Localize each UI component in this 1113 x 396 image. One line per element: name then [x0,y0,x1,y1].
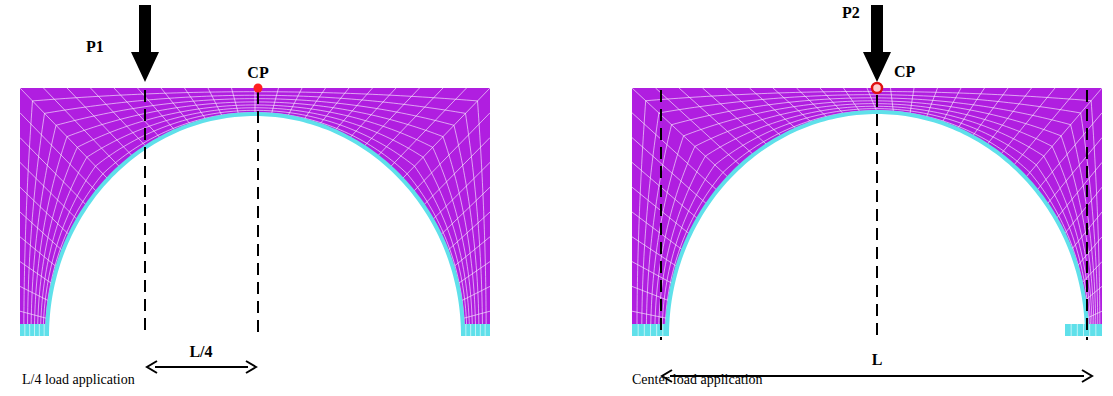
mesh-line [703,88,768,145]
control-point [872,83,882,93]
mesh-line [402,88,490,179]
mesh-line [659,106,1091,336]
mesh-line [1047,138,1102,205]
dimension-arrowhead [1082,370,1092,382]
mesh-line [43,110,467,336]
dimension-arrowhead [147,361,157,373]
mesh-line [656,324,657,336]
mesh-line [29,324,30,336]
dashed-guide [660,90,662,340]
intrados-layer [667,112,1087,336]
mesh-line [1083,324,1084,336]
mesh-line [644,324,645,336]
mesh-line [475,324,476,336]
mesh-line [91,88,147,147]
mesh-line [679,88,754,155]
mesh-lines [20,88,490,336]
dimension-label: L [872,351,883,369]
mesh-line [34,324,35,336]
mesh-line [1071,324,1072,336]
arch-mesh-body [632,88,1102,336]
mesh-line [638,324,639,336]
support-layer [461,324,490,336]
mesh-line [1056,162,1102,219]
mesh-line [44,324,45,336]
mesh-line [651,101,1094,336]
support-layer [20,324,49,336]
mesh-line [632,88,729,178]
figure-caption: Center load application [632,372,763,388]
load-label: P1 [86,38,104,56]
mesh-line [45,113,464,336]
control-point-label: CP [247,64,268,82]
mesh-line [1025,88,1102,178]
mesh-line [650,324,651,336]
mesh-line [470,324,471,336]
mesh-line [447,212,490,251]
mesh-line [20,162,78,220]
mesh-line [1000,88,1055,155]
dimension-arrowhead [246,361,256,373]
dimension-line [155,366,248,368]
mesh-line [655,104,1092,336]
mesh-line [39,324,40,336]
mesh-line [637,91,1100,336]
mesh-line [24,324,25,336]
mesh-line [335,88,373,131]
mesh-line [656,88,741,166]
control-point-label: CP [894,63,915,81]
mesh-line [44,88,120,167]
mesh-line [646,98,1096,336]
dimension-label: L/4 [189,343,212,361]
arch-left [20,88,490,336]
load-arrow [863,5,891,82]
support-layer [1065,324,1102,336]
arch-right [632,88,1102,336]
mesh-line [642,95,1098,336]
support-layer [632,324,669,336]
mesh-line [662,324,663,336]
dashed-guide [876,95,878,340]
mesh-line [20,88,108,179]
mesh-line [138,88,176,131]
mesh-line [1095,324,1096,336]
mesh-line [1077,324,1078,336]
figure-caption: L/4 load application [22,372,135,388]
mesh-line [28,95,483,336]
mesh-line [364,88,420,147]
mesh-line [465,324,466,336]
mesh-line [662,109,1089,336]
dashed-guide [144,90,146,336]
mesh-line [34,102,475,336]
mesh-line [38,105,473,336]
mesh-lines [632,88,1102,336]
mesh-line [41,108,470,336]
mesh-line [20,212,63,251]
mesh-line [972,88,1008,136]
mesh-line [1089,324,1090,336]
intrados-layer [47,114,463,336]
mesh-line [632,113,717,191]
mesh-line [480,324,481,336]
arch-mesh-body [20,88,490,336]
mesh-line [432,162,490,220]
control-point [254,84,263,93]
dashed-guide [257,92,259,336]
mesh-line [24,92,486,336]
dashed-guide [1086,90,1088,340]
mesh-line [31,99,479,336]
mesh-line [485,324,486,336]
mesh-line [390,88,466,167]
load-arrow [131,5,159,82]
load-label: P2 [842,4,860,22]
